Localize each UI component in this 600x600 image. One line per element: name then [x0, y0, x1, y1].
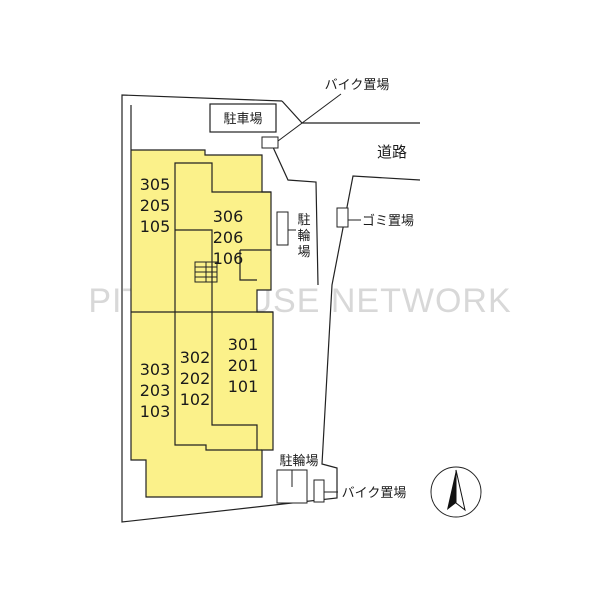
unit-205: 205 — [140, 196, 171, 215]
unit-106: 106 — [213, 249, 244, 268]
garbage-label: ゴミ置場 — [362, 213, 414, 229]
unit-103: 103 — [140, 402, 171, 421]
unit-206: 206 — [213, 228, 244, 247]
unit-101: 101 — [228, 377, 259, 396]
garbage-box — [336, 207, 349, 228]
bicycle-parking-side-char-2: 輪 — [297, 228, 310, 244]
bike-parking-top-label: バイク置場 — [325, 78, 390, 93]
unit-group-west-top: 305 205 105 — [140, 175, 171, 236]
road-label: 道路 — [377, 143, 407, 161]
bike-parking-top-leader — [277, 93, 342, 142]
bicycle-parking-bottom-label: 駐輪場 — [279, 453, 318, 469]
unit-group-west-bottom: 303 203 103 — [140, 360, 171, 421]
bike-parking-bottom-label: バイク置場 — [342, 486, 407, 501]
partition-stair-hall — [175, 229, 213, 312]
unit-102: 102 — [180, 390, 211, 409]
partition-306-block — [174, 162, 271, 312]
parking-box — [209, 103, 277, 133]
partition-106 — [239, 249, 271, 281]
partition-301 — [211, 312, 258, 450]
lot-inner-edge — [271, 144, 319, 286]
bike-parking-top-box — [261, 136, 279, 149]
unit-group-center-bottom: 302 202 102 — [180, 348, 211, 409]
unit-group-east-bottom: 301 201 101 — [228, 335, 259, 396]
road-edge-upper — [281, 100, 420, 124]
north-arrow-icon — [430, 466, 482, 518]
staircase-icon — [194, 261, 218, 283]
unit-202: 202 — [180, 369, 211, 388]
unit-301: 301 — [228, 335, 259, 354]
unit-203: 203 — [140, 381, 171, 400]
parking-label: 駐車場 — [223, 112, 262, 127]
unit-302: 302 — [180, 348, 211, 367]
bike-parking-bottom-box — [313, 479, 325, 503]
bicycle-parking-side-char-1: 駐 — [297, 213, 310, 228]
building-outline — [130, 105, 274, 498]
unit-306: 306 — [213, 207, 244, 226]
partition-302 — [174, 312, 262, 451]
unit-303: 303 — [140, 360, 171, 379]
unit-305: 305 — [140, 175, 171, 194]
unit-105: 105 — [140, 217, 171, 236]
unit-group-center-top: 306 206 106 — [213, 207, 244, 268]
bicycle-parking-side-char-3: 場 — [297, 245, 310, 260]
unit-201: 201 — [228, 356, 259, 375]
bicycle-parking-side-box — [276, 211, 289, 246]
